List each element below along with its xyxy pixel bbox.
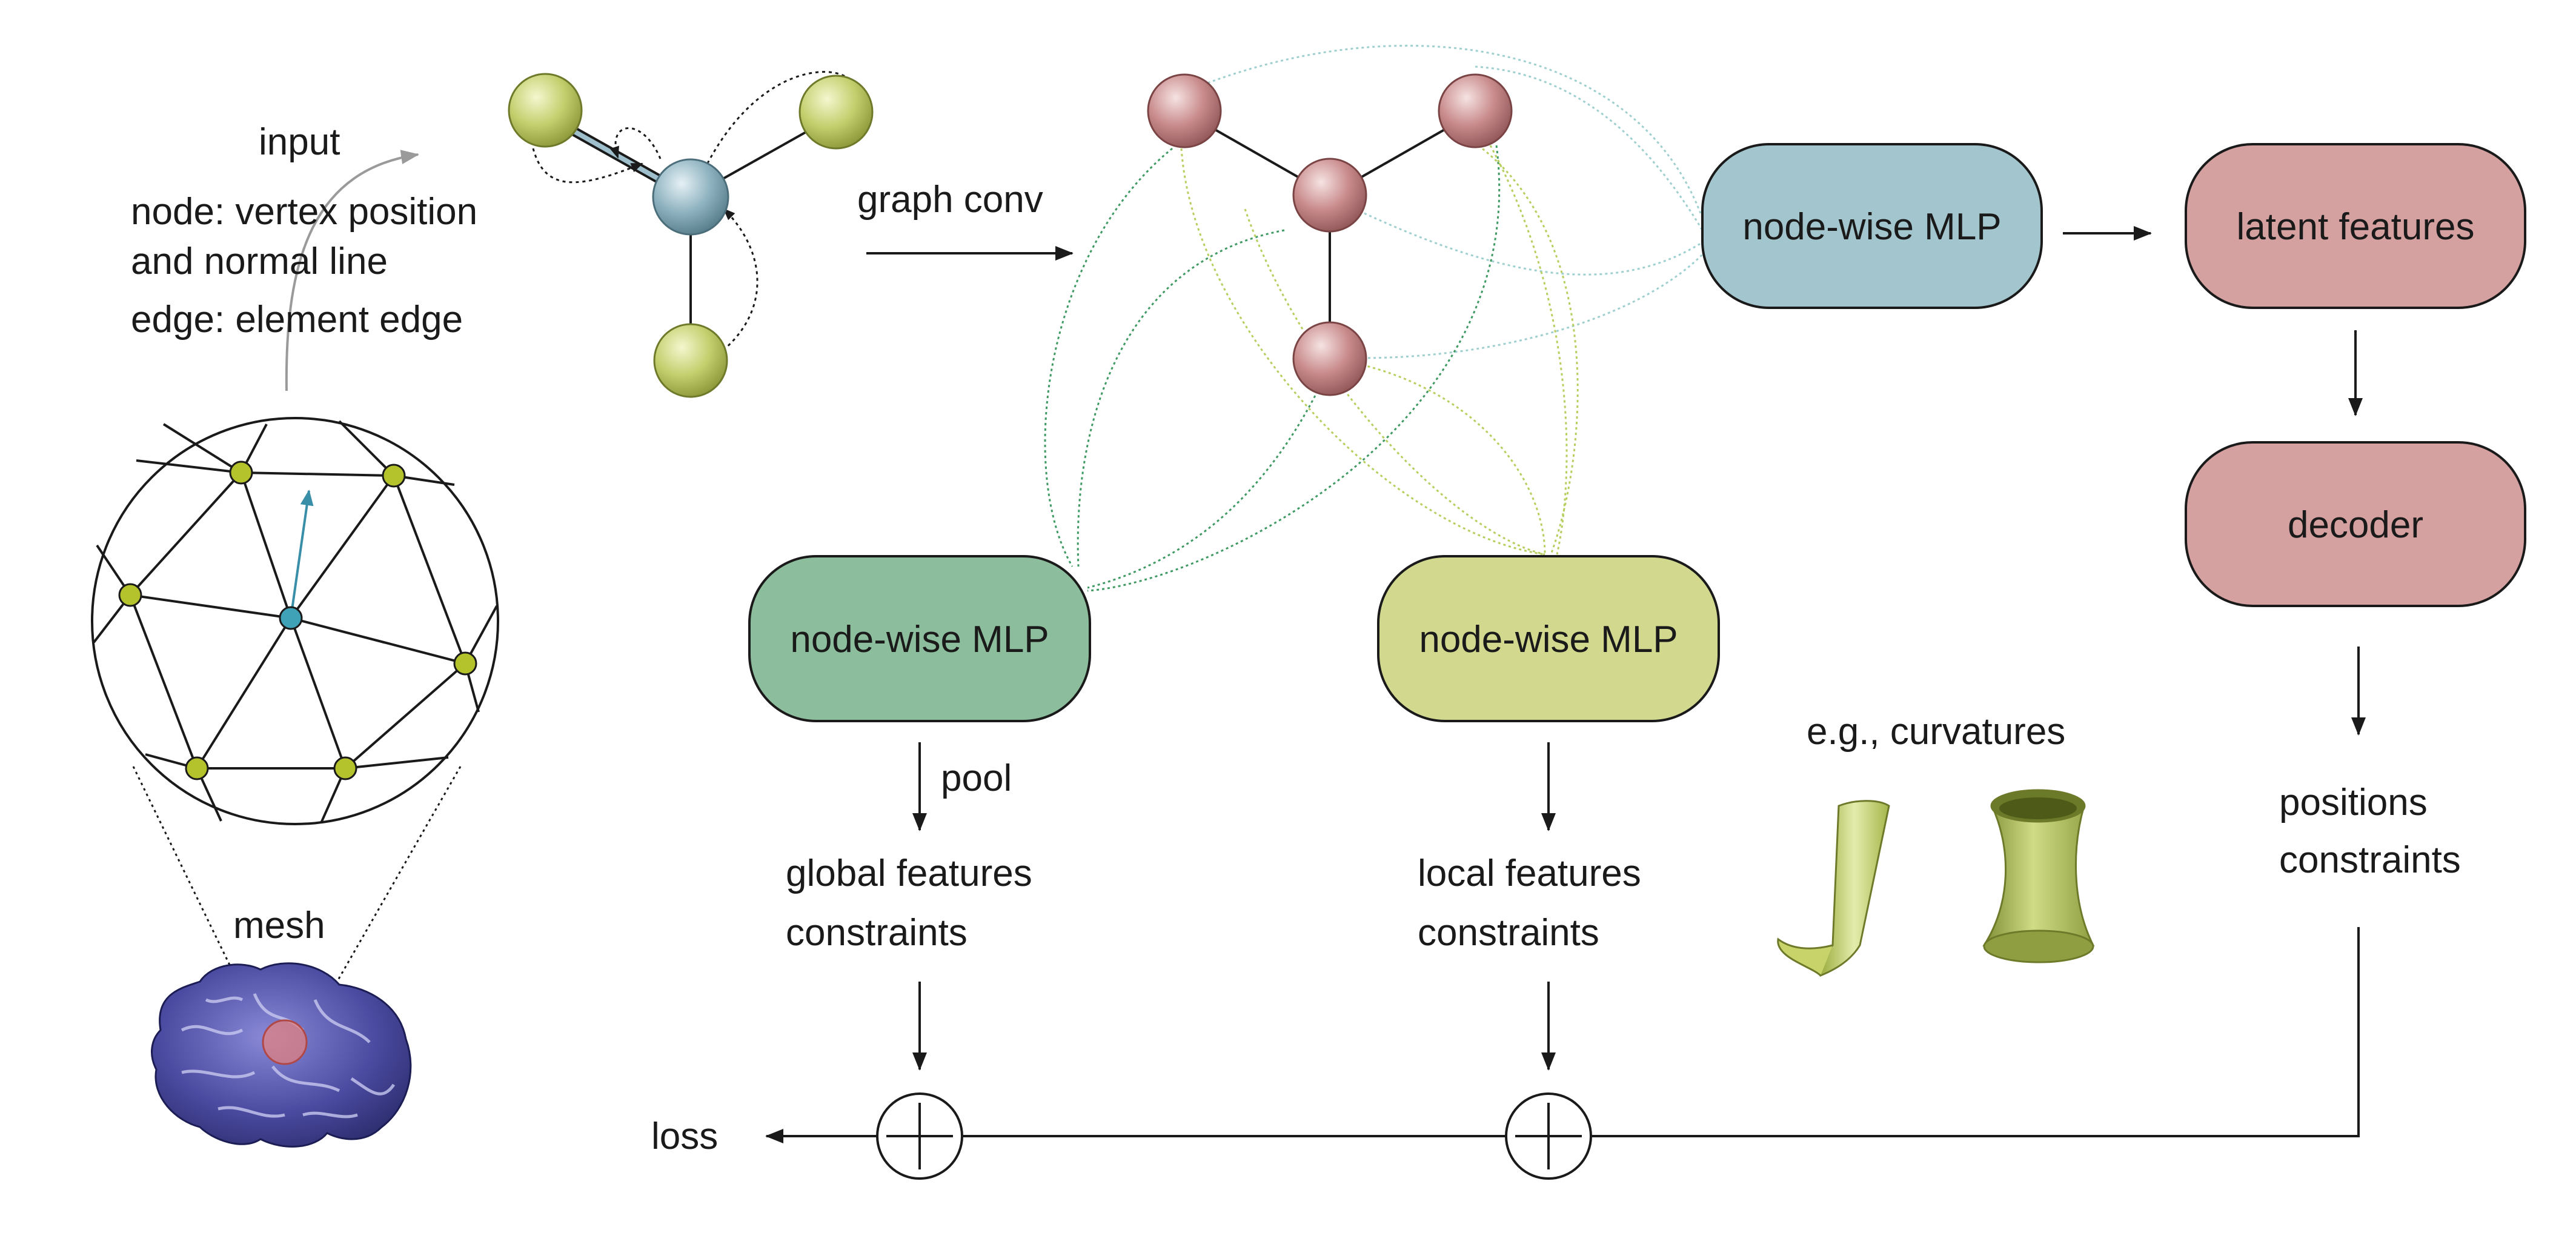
edge-description: edge: element edge (131, 299, 463, 341)
input-arrow (285, 150, 419, 391)
hyperboloid-image (1982, 789, 2095, 963)
message-arrow (532, 148, 643, 184)
normal-vector-arrow (290, 490, 314, 619)
message-arrow (609, 127, 662, 159)
graph-node-center (652, 158, 729, 236)
decoder-label: decoder (2288, 504, 2423, 546)
positions-to-loss-line (1590, 927, 2360, 1137)
mesh-section: mesh input node: vertex position and nor… (91, 121, 499, 1148)
loss-label: loss (651, 1116, 718, 1157)
message-arrow (717, 208, 759, 356)
mlp-blue-label: node-wise MLP (1742, 206, 2001, 248)
graph-conv-label: graph conv (857, 179, 1043, 221)
mesh-vertex (333, 756, 357, 780)
mlp-green-label: node-wise MLP (790, 619, 1049, 660)
node-description-line1: node: vertex position (131, 191, 477, 233)
sum-node-local (1505, 1092, 1592, 1180)
mesh-vertices (118, 461, 477, 780)
mesh-vertex (185, 756, 209, 780)
brain-image (151, 962, 412, 1148)
mlp-blue-box: node-wise MLP (1701, 143, 2043, 309)
brain-highlight (262, 1019, 308, 1065)
local-features-line1: local features (1418, 853, 1641, 894)
positions-label-line2: constraints (2279, 839, 2461, 881)
graph-node-yellow (508, 73, 583, 148)
graph-node-yellow (653, 323, 728, 398)
global-features-line2: constraints (786, 912, 968, 954)
decoder-box: decoder (2185, 441, 2526, 607)
node-description-line2: and normal line (131, 241, 388, 282)
message-arrow (702, 71, 855, 174)
mesh-vertex (453, 651, 477, 676)
latent-features-label: latent features (2237, 206, 2475, 248)
global-features-line1: global features (786, 853, 1032, 894)
mesh-label: mesh (233, 905, 325, 946)
hidden-node-center (1292, 158, 1367, 233)
input-graph (508, 71, 874, 398)
hidden-graph (1147, 73, 1513, 396)
hidden-node (1438, 73, 1513, 148)
pool-label: pool (941, 757, 1012, 799)
mesh-edges (93, 420, 498, 823)
mesh-vertex (382, 464, 406, 488)
zoom-line-right (329, 766, 462, 994)
local-features-line2: constraints (1418, 912, 1599, 954)
mlp-green-box: node-wise MLP (748, 555, 1091, 722)
input-label: input (259, 121, 340, 163)
mlp-yellow-label: node-wise MLP (1419, 619, 1678, 660)
mesh-vertex (118, 583, 142, 607)
hidden-node (1147, 73, 1222, 148)
feature-curves (1044, 44, 1704, 592)
graph-node-yellow (798, 75, 874, 150)
positions-label-line1: positions (2279, 782, 2428, 823)
curvatures-label: e.g., curvatures (1807, 711, 2065, 753)
mesh-vertex (229, 461, 253, 485)
mlp-yellow-box: node-wise MLP (1377, 555, 1720, 722)
hidden-node (1292, 321, 1367, 396)
sum-node-global (876, 1092, 963, 1180)
curved-sheet-image (1777, 800, 1890, 977)
latent-features-box: latent features (2185, 143, 2526, 309)
mesh-vertex-center (279, 606, 303, 630)
